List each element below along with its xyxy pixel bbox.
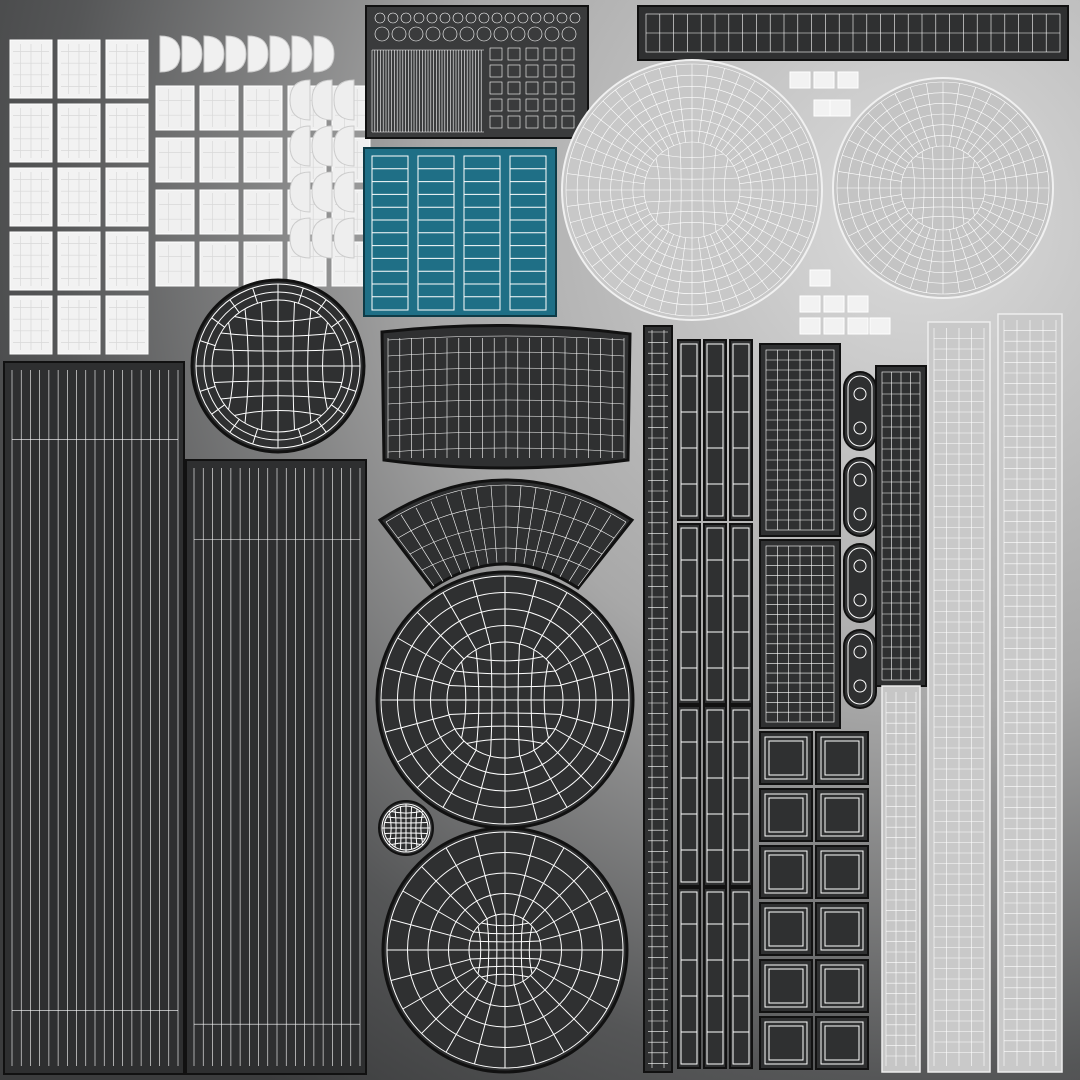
light-disc-island-2 <box>832 77 1054 299</box>
dark-disc-island-2 <box>381 826 629 1074</box>
dark-strip-island-1 <box>3 361 185 1075</box>
white-tile-islands <box>9 35 371 355</box>
thin-light-strip-island <box>881 685 921 1073</box>
arc-band-island <box>377 478 635 591</box>
tiny-part-clusters <box>789 71 891 335</box>
pill-connector-islands <box>843 371 877 709</box>
grid-panel-islands <box>759 343 927 729</box>
barrel-island <box>380 323 632 470</box>
dark-disc-island-1 <box>375 570 635 830</box>
light-strip-island-1 <box>927 321 991 1073</box>
teal-island <box>363 147 557 317</box>
dark-sphere-island <box>190 278 366 454</box>
small-parts-island <box>365 5 589 139</box>
square-tile-islands <box>759 731 869 1070</box>
column-islands <box>643 325 753 1073</box>
dark-strip-island-2 <box>185 459 367 1075</box>
light-strip-island-2 <box>997 313 1063 1073</box>
small-dark-sphere-island <box>378 800 434 856</box>
top-bar-island <box>637 5 1069 61</box>
light-disc-island-1 <box>561 59 823 321</box>
